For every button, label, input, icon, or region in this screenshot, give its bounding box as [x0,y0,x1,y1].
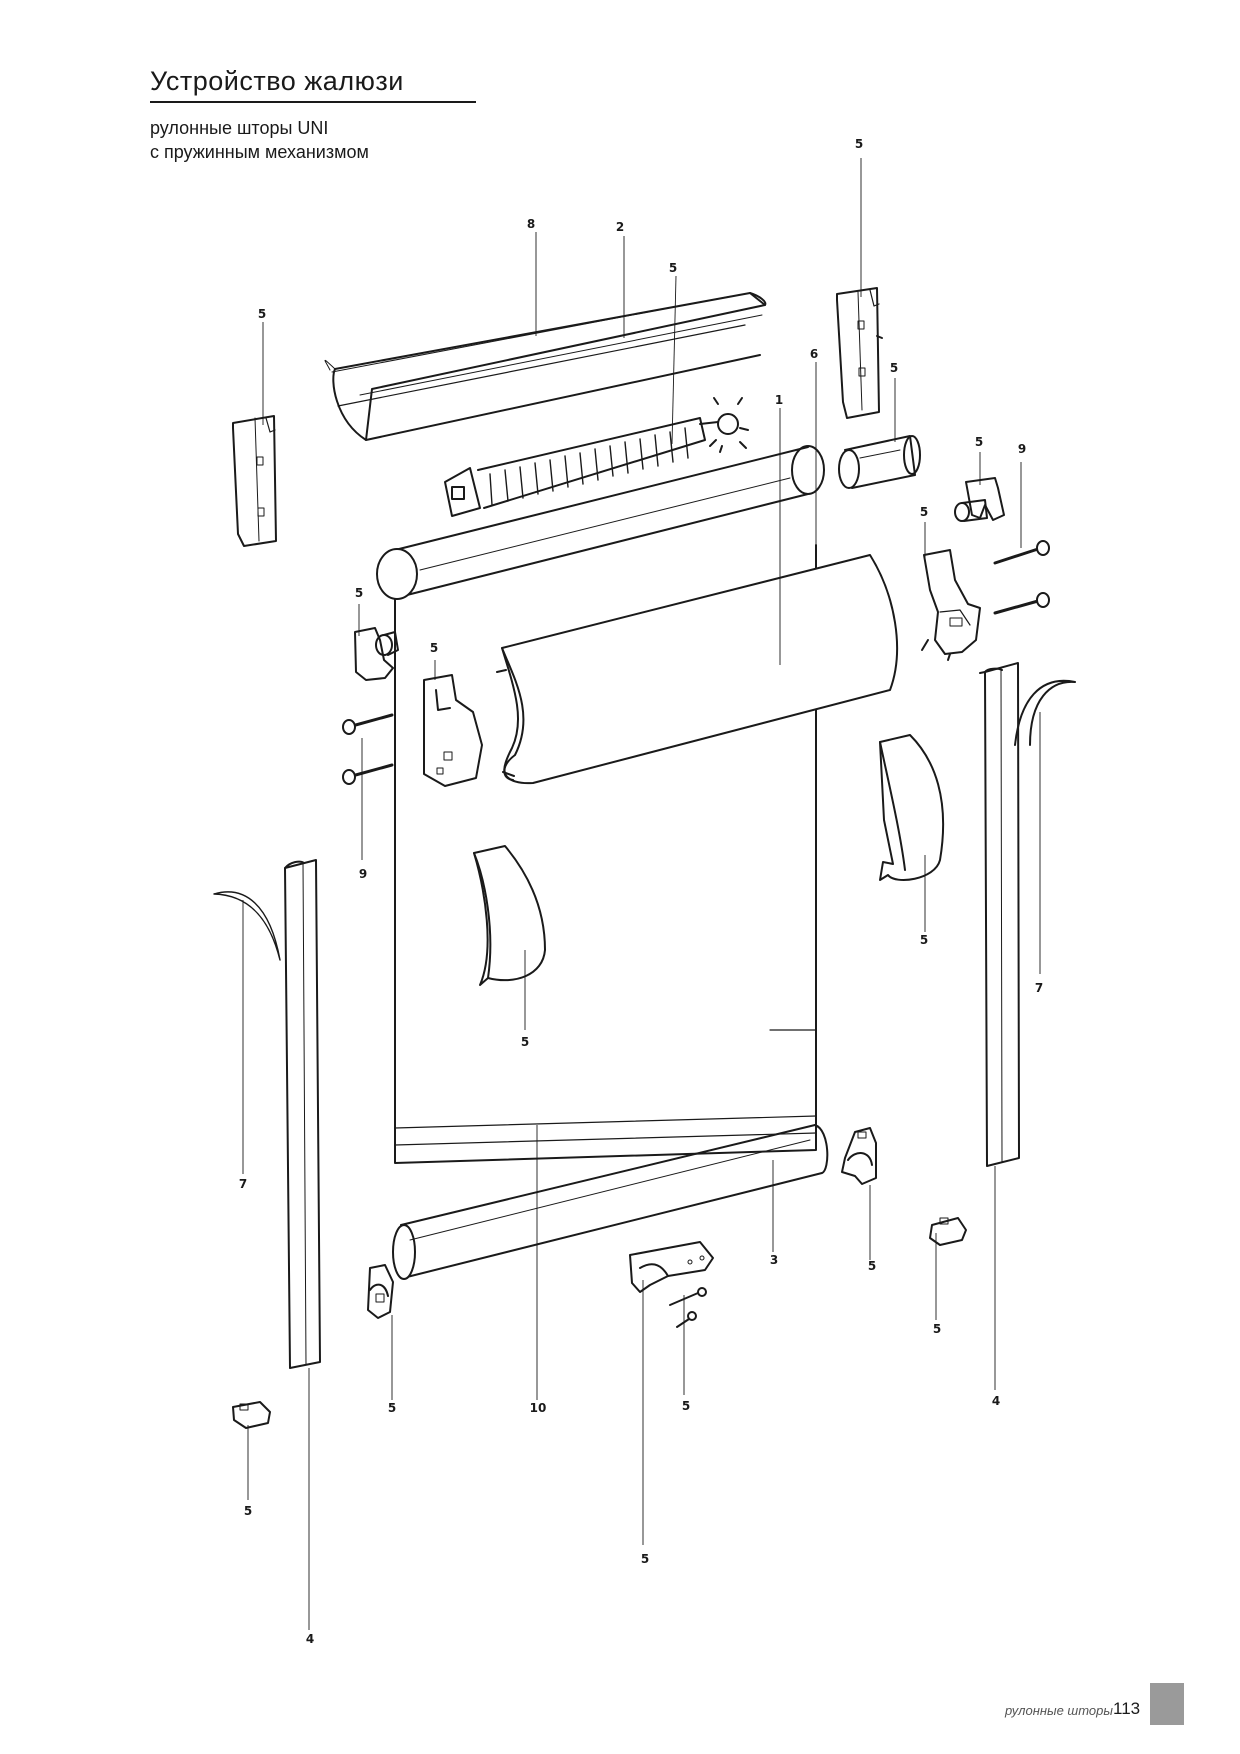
callout-5-fixing-left: 5 [521,1035,529,1049]
callout-1: 1 [775,393,783,407]
screws-left [342,713,394,785]
screws-right [993,540,1050,615]
callout-5-bottom-right-cap: 5 [868,1259,876,1273]
page-tab-marker [1150,1683,1184,1725]
guide-rail-left [284,859,321,1369]
screws-bottom [669,1287,707,1328]
callout-5-plug-left: 5 [355,586,363,600]
callout-5-screws-bottom: 5 [682,1399,690,1413]
guide-end-cap-right [929,1217,967,1246]
callout-7-left: 7 [239,1177,247,1191]
callout-5-guide-cap-right: 5 [933,1322,941,1336]
bottom-weight-bar [392,1124,829,1280]
callout-4-left: 4 [306,1632,314,1646]
subtitle-line-1: рулонные шторы UNI [150,118,329,138]
subtitle-line-2: с пружинным механизмом [150,142,369,162]
chain-mechanism-left [423,674,483,787]
callout-9-right: 9 [1018,442,1026,456]
adhesive-tape-left [213,891,281,961]
bottom-pull-handle [629,1241,714,1293]
chain-mechanism-right [921,549,981,661]
page-title: Устройство жалюзи [150,66,404,96]
pin-clip-right [954,477,1005,522]
adhesive-tape-right [1014,679,1076,746]
plug-left [354,627,399,681]
fabric-curl [496,554,899,785]
handle-left [473,845,546,986]
footer-section-label: рулонные шторы [1005,1703,1113,1718]
callout-5-fixing-right: 5 [920,933,928,947]
page-number: 113 [1113,1699,1141,1718]
guide-rail-right [979,662,1020,1167]
page-subtitle: рулонные шторы UNI с пружинным механизмо… [150,116,369,164]
guide-end-cap-left [232,1401,271,1429]
leader-lines [242,158,1041,1630]
callout-4-right: 4 [992,1394,1000,1408]
callout-5-guide-cap-left: 5 [244,1504,252,1518]
callout-3: 3 [770,1253,778,1267]
callout-5-bottom-left-cap: 5 [388,1401,396,1415]
callout-8: 8 [527,217,535,231]
callout-labels: 8 2 5 5 5 6 5 1 5 9 5 5 5 9 5 7 5 7 3 5 … [239,137,1043,1646]
callout-9-left: 9 [359,867,367,881]
roller-tube [376,445,825,600]
callout-6: 6 [810,347,818,361]
fabric-panel [394,544,817,1164]
handle-right [879,734,945,881]
callout-5-mech: 5 [920,505,928,519]
top-right-bracket [836,287,883,419]
callout-5-top-right: 5 [855,137,863,151]
title-underline [150,101,476,103]
callout-2: 2 [616,220,624,234]
callout-10: 10 [530,1401,547,1415]
callout-5-chain-left: 5 [430,641,438,655]
callout-5-spring: 5 [669,261,677,275]
callout-5-left-bracket: 5 [258,307,266,321]
bottom-cap-left [367,1264,394,1319]
callout-5-pin: 5 [975,435,983,449]
callout-7-right: 7 [1035,981,1043,995]
callout-5-end-cap: 5 [890,361,898,375]
top-left-bracket [232,415,277,547]
bottom-cap-right [841,1127,877,1185]
end-cap-cylinder [838,435,921,489]
top-cassette-profile [324,292,767,441]
callout-5-bottom-handle: 5 [641,1552,649,1566]
spring-mechanism [444,397,749,517]
